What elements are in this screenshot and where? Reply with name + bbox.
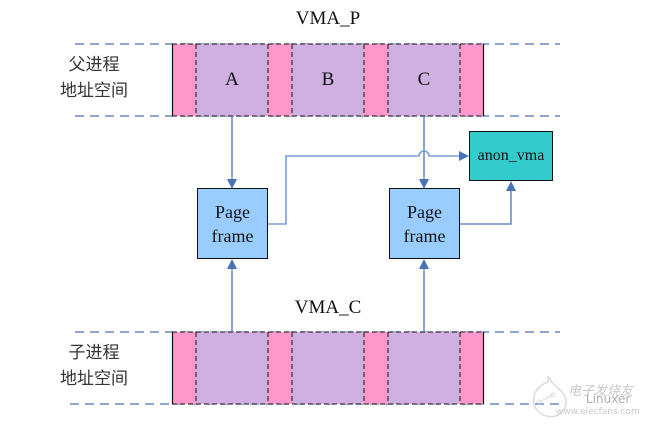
child-label-line1: 子进程 (68, 343, 120, 363)
child-label-line2: 地址空间 (60, 369, 128, 389)
parent-vma-segment-a (196, 44, 268, 116)
arrow-page-frame-2-to-anon-vma (460, 181, 516, 225)
page-frame-1-line1: Page (215, 201, 250, 222)
page-frame-2-line2: frame (403, 225, 446, 246)
child-gap-1 (172, 332, 196, 404)
vma-p-label: VMA_P (295, 8, 361, 29)
watermark-site: www.elecfans.com (556, 407, 640, 417)
arrow-page-frame-1-to-anon-vma (268, 150, 469, 225)
watermark-logo-icon (532, 375, 567, 418)
child-gap-4 (460, 332, 484, 404)
anon-vma-box: anon_vma (469, 131, 553, 181)
parent-gap-4 (460, 44, 484, 116)
page-frame-2: Page frame (389, 188, 460, 259)
parent-label-line1: 父进程 (68, 55, 120, 75)
child-gap-3 (364, 332, 388, 404)
parent-address-bar (171, 43, 485, 117)
watermark-author: Linuxer (586, 392, 631, 406)
page-frame-2-line1: Page (407, 201, 442, 222)
child-address-space-label: 子进程 地址空间 (30, 340, 158, 392)
parent-vma-segment-c (388, 44, 460, 116)
page-frame-1-line2: frame (211, 225, 254, 246)
segment-c-label: C (417, 69, 431, 90)
child-vma-segment-2 (292, 332, 364, 404)
child-vma-segment-3 (388, 332, 460, 404)
vma-c-label: VMA_C (294, 297, 362, 318)
parent-gap-1 (172, 44, 196, 116)
parent-address-space-label: 父进程 地址空间 (30, 52, 158, 104)
page-frame-1: Page frame (197, 188, 268, 259)
child-gap-2 (268, 332, 292, 404)
parent-label-line2: 地址空间 (60, 81, 128, 101)
parent-gap-2 (268, 44, 292, 116)
parent-vma-segment-b (292, 44, 364, 116)
segment-b-label: B (321, 69, 335, 90)
child-vma-segment-1 (196, 332, 268, 404)
parent-gap-3 (364, 44, 388, 116)
watermark-brand: 电子发烧友 (568, 384, 634, 399)
segment-a-label: A (225, 69, 239, 90)
child-address-bar (171, 331, 485, 405)
